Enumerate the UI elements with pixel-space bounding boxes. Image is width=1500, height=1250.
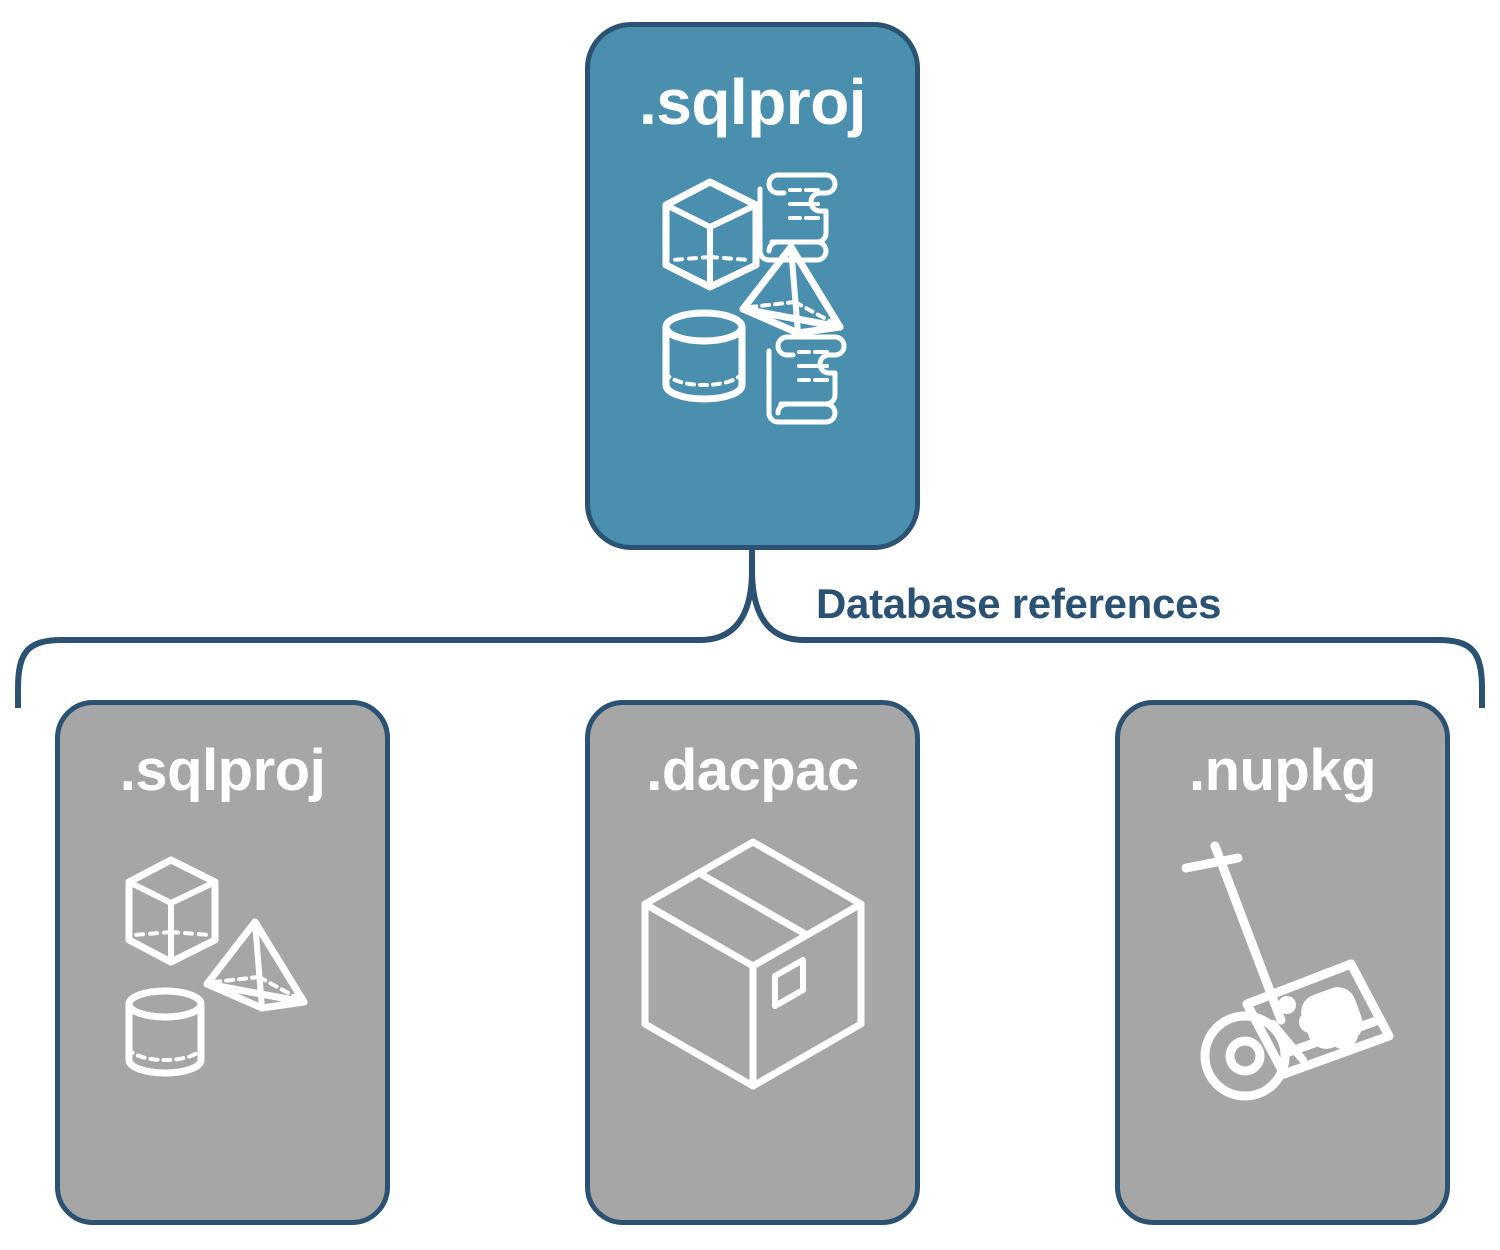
- node-sqlproj-root[interactable]: .sqlproj: [585, 22, 920, 550]
- node-dacpac[interactable]: .dacpac: [585, 700, 920, 1225]
- database-references-bracket: [0, 548, 1500, 708]
- pyramid-icon: [739, 243, 843, 337]
- node-sqlproj-reference-label: .sqlproj: [119, 738, 326, 803]
- cube-icon: [125, 856, 218, 966]
- hand-truck-nuget-icon: [1153, 824, 1413, 1104]
- script-scroll-icon-top: [757, 172, 837, 263]
- node-sqlproj-reference[interactable]: .sqlproj: [55, 700, 390, 1225]
- dolly-handle-bar: [1181, 853, 1242, 873]
- node-nupkg[interactable]: .nupkg: [1115, 700, 1450, 1225]
- pyramid-icon: [203, 918, 307, 1012]
- cylinder-icon: [662, 309, 745, 403]
- database-objects-and-scripts-icon: [638, 157, 868, 427]
- node-dacpac-label: .dacpac: [646, 738, 859, 803]
- node-nupkg-label: .nupkg: [1188, 738, 1377, 803]
- package-box-icon: [623, 824, 883, 1104]
- dolly-wheel: [1200, 1011, 1289, 1101]
- script-scroll-icon-bottom: [766, 334, 846, 425]
- cube-icon: [662, 178, 759, 291]
- cylinder-icon: [125, 987, 204, 1077]
- database-objects-icon: [93, 824, 353, 1104]
- nuget-package-box: [1242, 959, 1393, 1079]
- database-references-label: Database references: [816, 580, 1222, 627]
- node-sqlproj-root-label: .sqlproj: [638, 66, 867, 138]
